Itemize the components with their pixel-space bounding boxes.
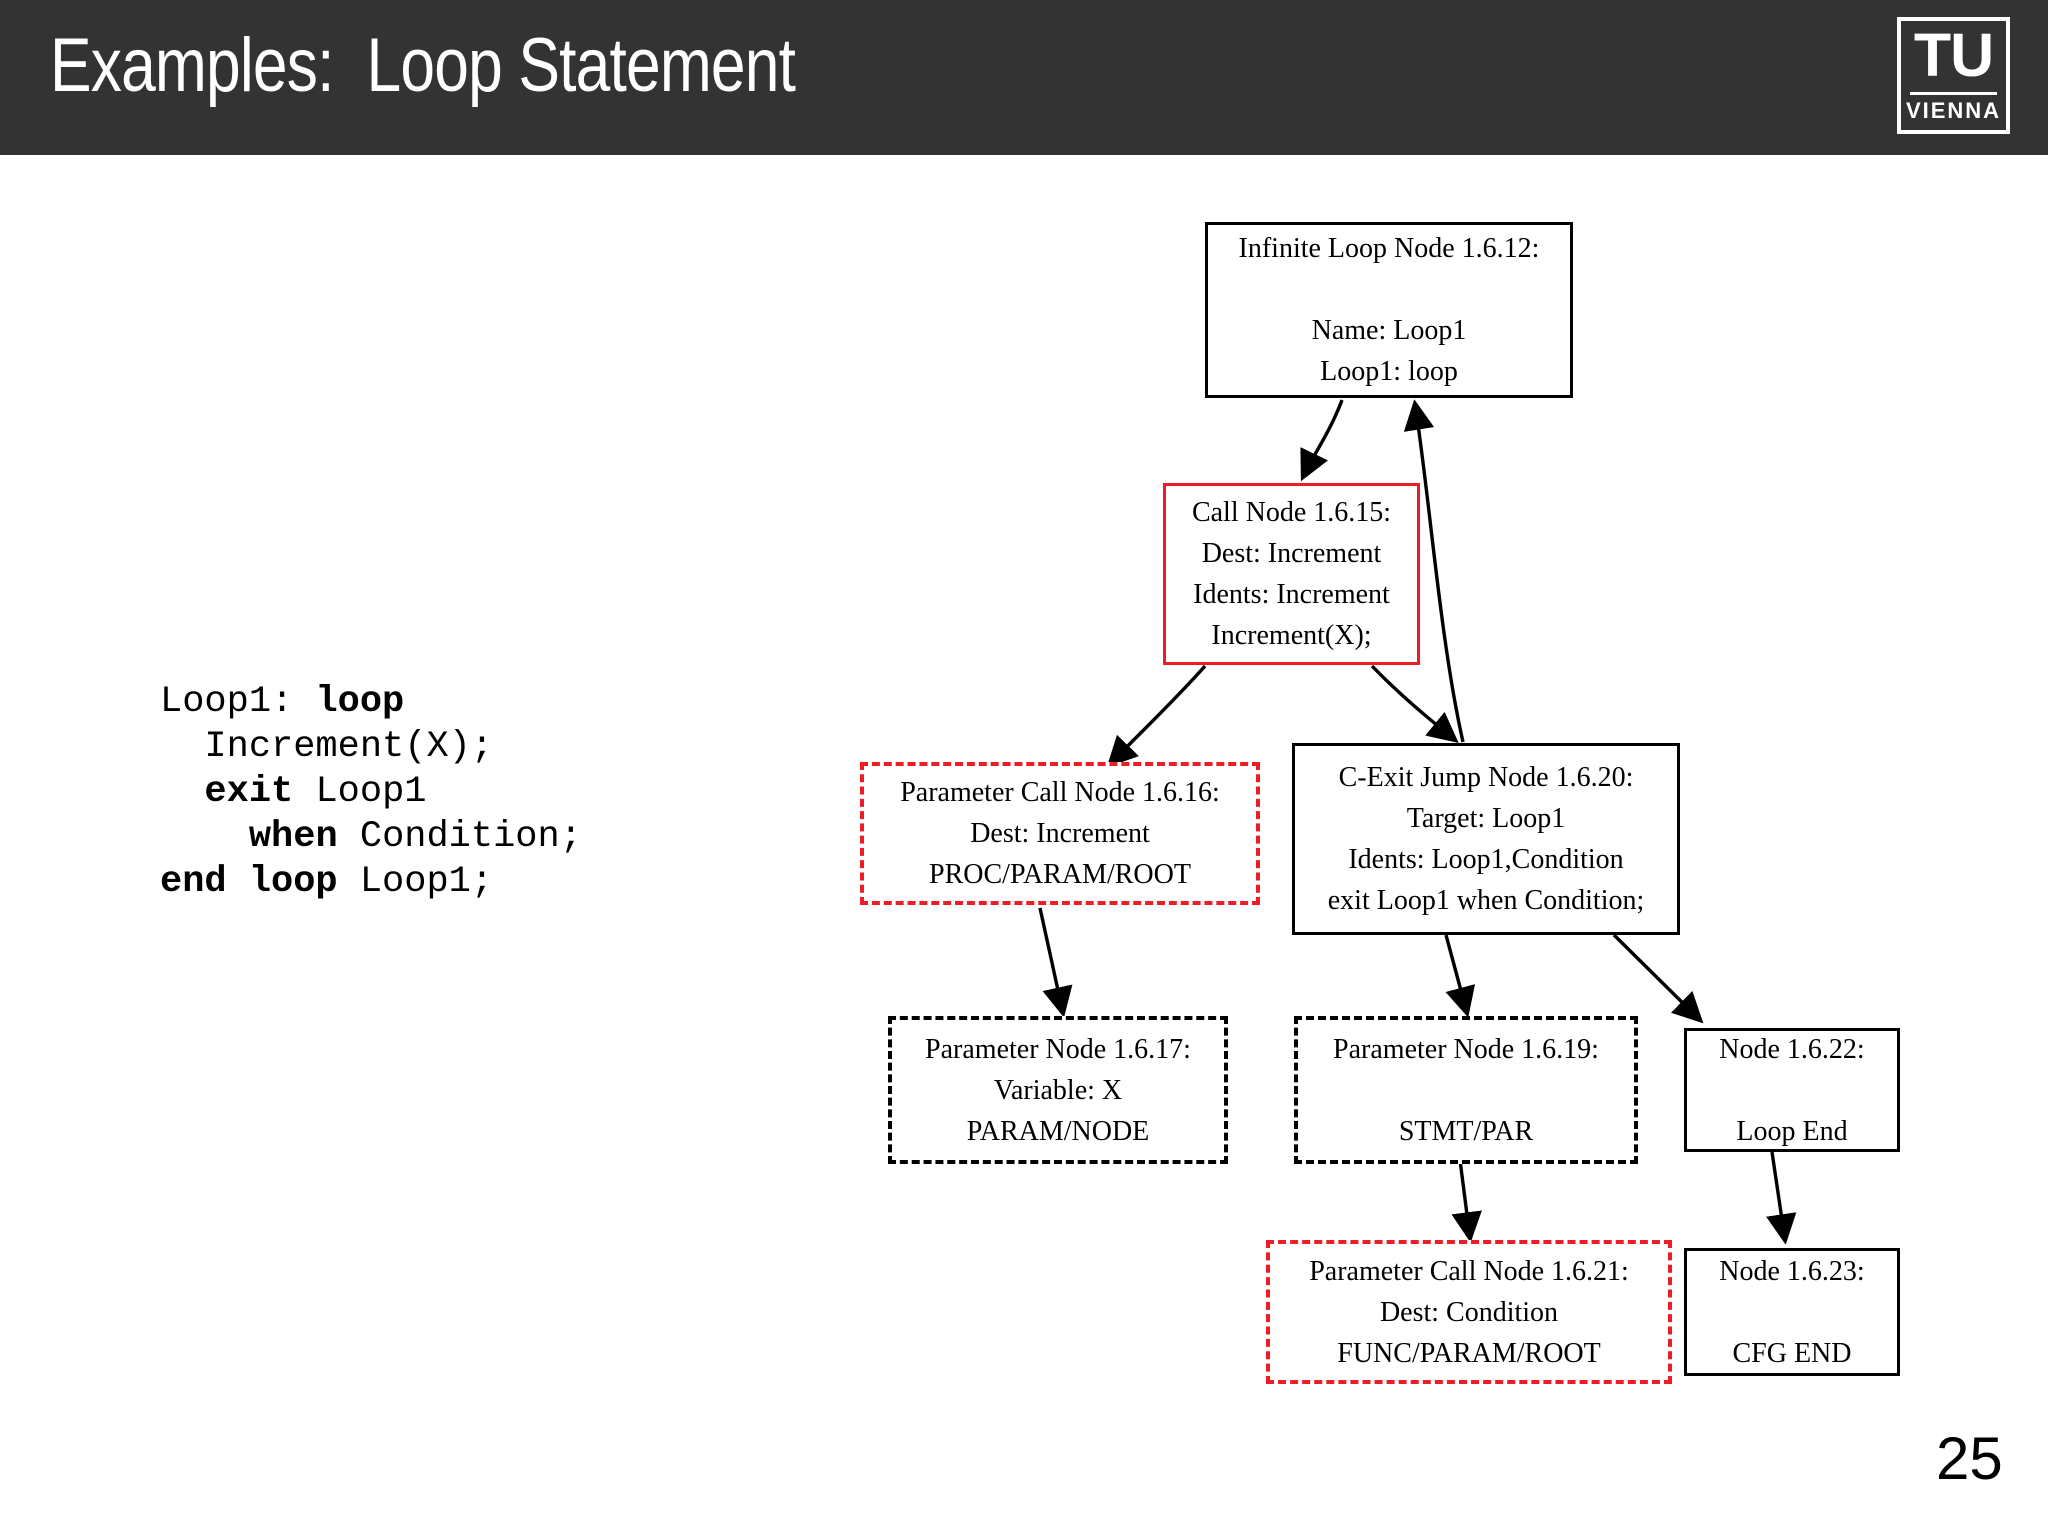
node-text-line: C-Exit Jump Node 1.6.20: bbox=[1338, 762, 1634, 793]
code-text: Loop1; bbox=[337, 861, 494, 903]
node-text-line: Parameter Node 1.6.17: bbox=[925, 1033, 1191, 1065]
logo-inner: TU VIENNA bbox=[1901, 21, 2006, 130]
node-text-line bbox=[1687, 1070, 1897, 1111]
node-text-line: CFG END bbox=[1732, 1337, 1852, 1369]
node-text-line: STMT/PAR bbox=[1398, 1115, 1534, 1147]
edge-1612-1615 bbox=[1300, 399, 1344, 482]
node-1-6-22[interactable]: Node 1.6.22: Loop End bbox=[1684, 1028, 1900, 1152]
node-text-line bbox=[1298, 1070, 1634, 1111]
code-line: end loop Loop1; bbox=[160, 860, 582, 905]
node-text-line: Loop End bbox=[1736, 1115, 1848, 1147]
node-1-6-17[interactable]: Parameter Node 1.6.17: Variable: X PARAM/N… bbox=[888, 1016, 1228, 1164]
node-text-line: FUNC/PARAM/ROOT bbox=[1337, 1337, 1601, 1369]
code-text: Loop1: bbox=[160, 681, 316, 723]
logo-divider bbox=[1910, 92, 1997, 95]
node-text-line: Idents: Increment bbox=[1193, 579, 1390, 610]
code-line: when Condition; bbox=[160, 815, 582, 860]
node-text-line: exit Loop1 when Condition; bbox=[1327, 885, 1645, 916]
node-text-line: Call Node 1.6.15: bbox=[1191, 497, 1392, 528]
code-keyword: when bbox=[248, 816, 338, 858]
node-1-6-19[interactable]: Parameter Node 1.6.19: STMT/PAR bbox=[1294, 1016, 1638, 1164]
code-snippet: Loop1: loop Increment(X); exit Loop1 whe… bbox=[160, 680, 582, 905]
node-text-line: Idents: Loop1,Condition bbox=[1348, 844, 1624, 875]
node-1-6-21[interactable]: Parameter Call Node 1.6.21: Dest: Conditi… bbox=[1266, 1240, 1672, 1384]
node-text-line: Loop1: loop bbox=[1320, 356, 1458, 387]
node-text-line: Variable: X bbox=[993, 1074, 1123, 1106]
code-line: Loop1: loop bbox=[160, 680, 582, 725]
node-text-line: Parameter Call Node 1.6.16: bbox=[900, 777, 1220, 808]
edge-1619-1621 bbox=[1451, 1159, 1482, 1243]
code-keyword: exit bbox=[204, 771, 294, 813]
node-text-line bbox=[1687, 1292, 1897, 1333]
node-text-line bbox=[1208, 269, 1570, 310]
edge-1615-1616 bbox=[1106, 664, 1207, 768]
node-text-line: Infinite Loop Node 1.6.12: bbox=[1238, 233, 1540, 264]
node-text-line: Node 1.6.23: bbox=[1719, 1255, 1865, 1287]
node-1-6-23[interactable]: Node 1.6.23: CFG END bbox=[1684, 1248, 1900, 1376]
node-text-line: PARAM/NODE bbox=[966, 1115, 1150, 1147]
node-text-line: Dest: Increment bbox=[970, 818, 1150, 849]
edge-1622-1623 bbox=[1766, 1151, 1797, 1245]
node-1-6-16[interactable]: Parameter Call Node 1.6.16: Dest: Increme… bbox=[860, 762, 1260, 905]
edge-1616-1617 bbox=[1038, 907, 1073, 1018]
node-text-line: Increment(X); bbox=[1211, 620, 1372, 651]
node-text-line: PROC/PARAM/ROOT bbox=[929, 859, 1191, 890]
edge-1615-1620 bbox=[1370, 664, 1459, 744]
code-text: Increment(X); bbox=[160, 726, 494, 768]
edge-1620-1612 bbox=[1403, 399, 1465, 743]
node-text-line: Parameter Call Node 1.6.21: bbox=[1309, 1255, 1629, 1287]
logo-tu-text: TU bbox=[1913, 21, 1994, 89]
code-keyword: loop bbox=[315, 681, 405, 723]
tu-vienna-logo: TU VIENNA bbox=[1897, 17, 2010, 134]
node-text-line: Dest: Condition bbox=[1379, 1296, 1559, 1328]
node-text-line: Dest: Increment bbox=[1201, 538, 1382, 569]
edge-1620-1622 bbox=[1612, 933, 1704, 1024]
code-line: Increment(X); bbox=[160, 725, 582, 770]
code-text: Condition; bbox=[337, 816, 582, 858]
code-text: Loop1 bbox=[293, 771, 427, 813]
page-number: 25 bbox=[1936, 1425, 2003, 1492]
node-text-line: Name: Loop1 bbox=[1311, 315, 1467, 346]
page-title: Examples: Loop Statement bbox=[50, 23, 796, 108]
logo-vienna-text: VIENNA bbox=[1905, 98, 2002, 123]
code-keyword: end loop bbox=[160, 861, 338, 903]
node-text-line: Node 1.6.22: bbox=[1719, 1033, 1865, 1065]
code-line: exit Loop1 bbox=[160, 770, 582, 815]
node-text-line: Parameter Node 1.6.19: bbox=[1333, 1033, 1599, 1065]
edge-1620-1619 bbox=[1444, 934, 1476, 1018]
node-text-line: Target: Loop1 bbox=[1406, 803, 1566, 834]
slide-header: Examples: Loop Statement TU VIENNA bbox=[0, 0, 2048, 155]
